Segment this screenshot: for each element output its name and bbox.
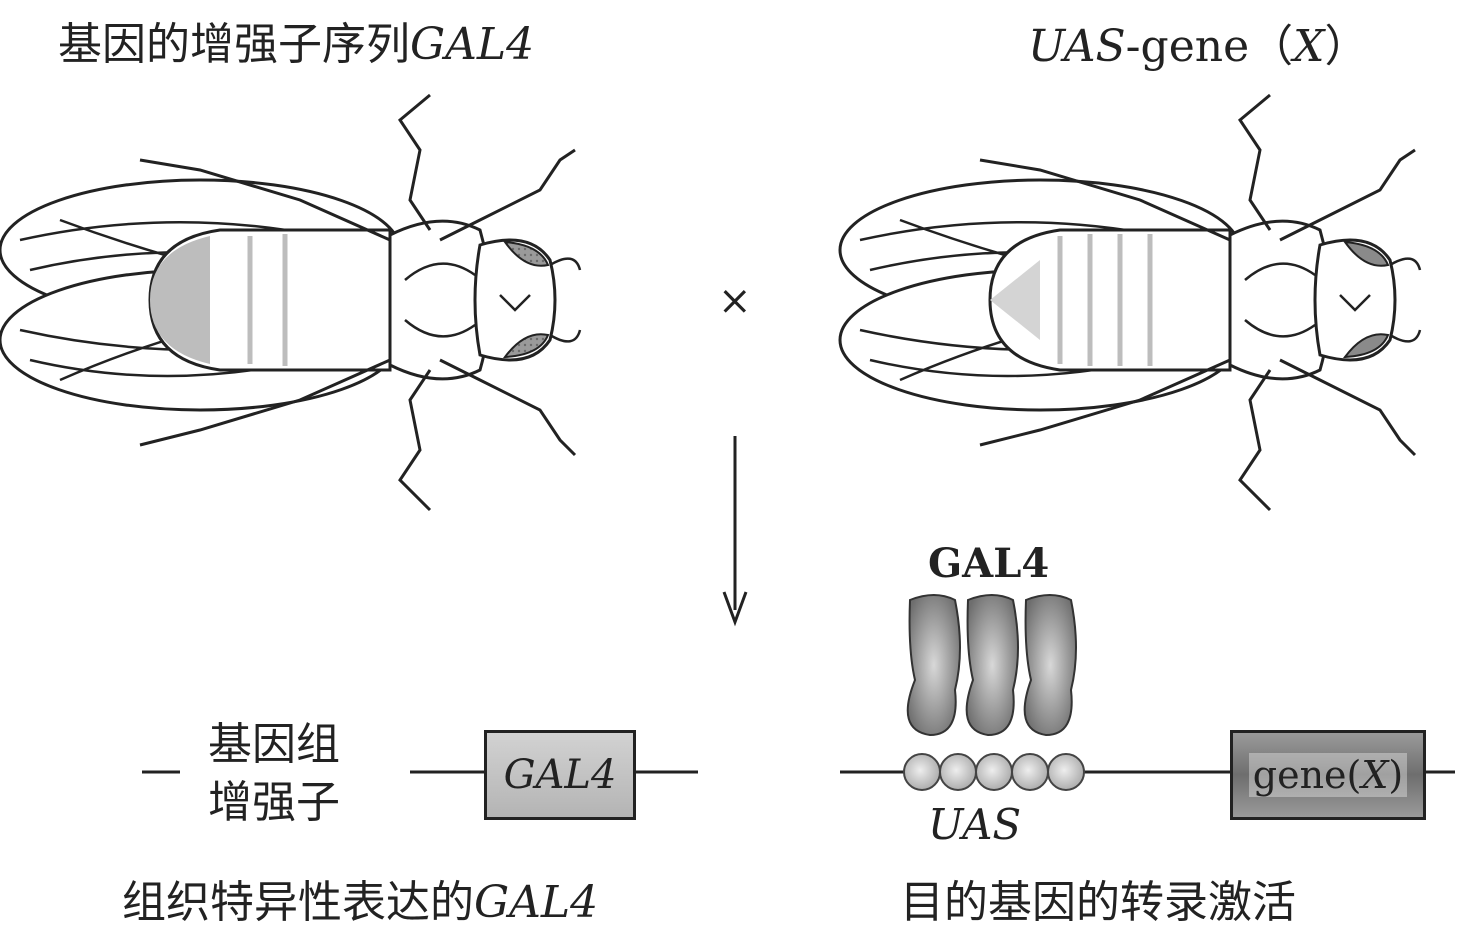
caption-left-gene: GAL4 — [474, 877, 599, 928]
uas-responder-fly — [838, 93, 1422, 512]
title-close-paren: ） — [1324, 21, 1369, 72]
gal4-gene-box-label: GAL4 — [503, 752, 617, 798]
caption-right: 目的基因的转录激活 — [900, 877, 1296, 928]
title-gene-name: GAL4 — [410, 19, 535, 70]
target-gene-box-label: gene(X) — [1248, 753, 1408, 797]
target-gene-x: X — [1361, 753, 1389, 797]
gal4-enhancer-title: 基因的增强子序列GAL4 — [58, 8, 534, 72]
enhancer-label-line2: 增强子 — [208, 777, 340, 828]
uas-binding-sites — [903, 753, 1085, 791]
caption-left-text: 组织特异性表达的 — [122, 877, 474, 928]
target-gene-box: gene(X) — [1230, 730, 1426, 820]
gal4-gene-box: GAL4 — [484, 730, 636, 820]
target-gene-suffix: ) — [1388, 753, 1404, 797]
gal4-protein-complex — [906, 594, 1077, 737]
enhancer-label-line1: 基因组 — [208, 719, 340, 770]
title-text: 基因的增强子序列 — [58, 19, 410, 70]
gal4-protein-label: GAL4 — [928, 540, 1050, 587]
gal4-driver-fly — [0, 93, 582, 512]
down-arrow-icon — [722, 436, 748, 627]
title-x: X — [1293, 21, 1325, 72]
uas-label: UAS — [928, 800, 1022, 849]
title-uas: UAS — [1028, 21, 1126, 72]
target-gene-prefix: gene( — [1252, 753, 1362, 797]
title-gene-suffix: -gene（ — [1125, 21, 1294, 72]
uas-gene-title: UAS-gene（X） — [1028, 10, 1368, 74]
caption-left: 组织特异性表达的GAL4 — [122, 866, 598, 930]
cross-symbol: × — [718, 278, 752, 324]
